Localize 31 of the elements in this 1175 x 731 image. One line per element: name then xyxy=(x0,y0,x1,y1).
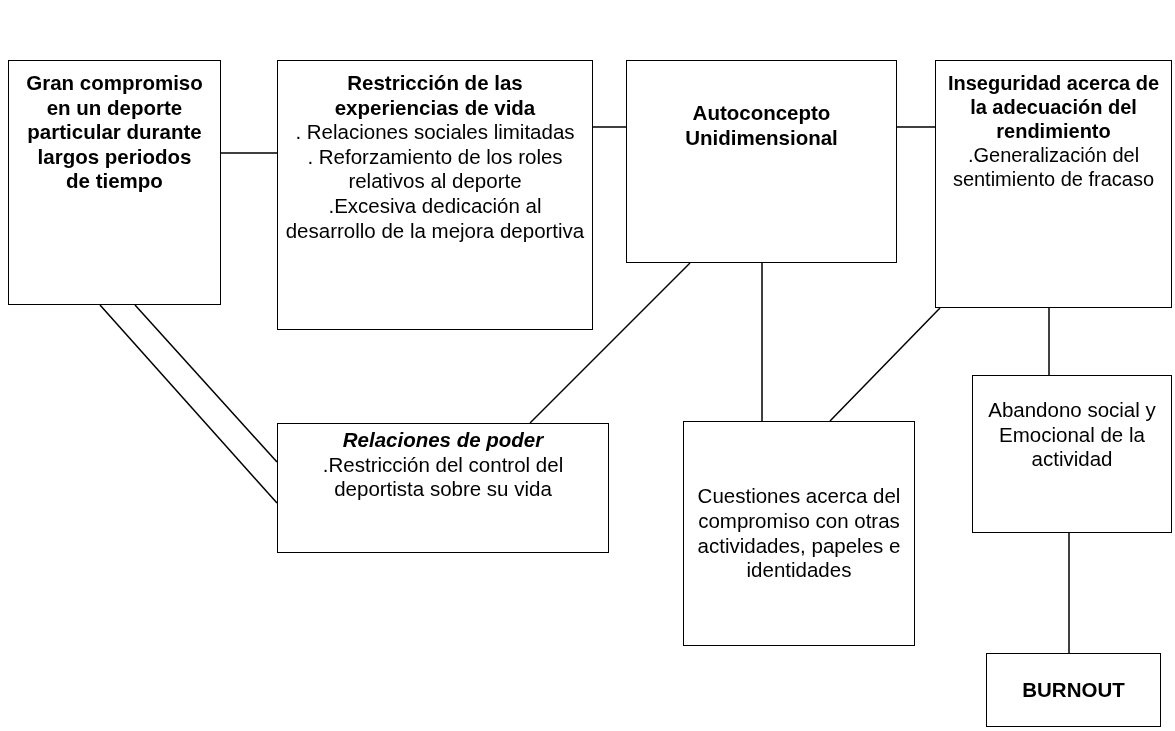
box-heading: Restricción de las experiencias de vida xyxy=(333,71,537,121)
box-heading: BURNOUT xyxy=(1022,677,1125,703)
box-text: . Reforzamiento de los roles relativos al deporte xyxy=(306,144,564,194)
box-heading: Inseguridad acerca de la adecuación del rendimiento xyxy=(946,71,1161,143)
connector-line xyxy=(134,304,278,463)
connector-line xyxy=(592,126,627,128)
connector-line xyxy=(1068,532,1070,654)
box-text: . Relaciones sociales limitadas xyxy=(295,120,575,145)
text-box xyxy=(972,375,1172,533)
text-box xyxy=(8,60,221,305)
text-box xyxy=(935,60,1172,308)
box-text: Abandono social y Emocional de la actividad xyxy=(987,398,1157,472)
text-box xyxy=(277,60,593,330)
connector-line xyxy=(220,152,278,154)
box-heading: Gran compromiso en un deporte particular durante largos periodos de tiempo xyxy=(25,71,204,194)
connector-line xyxy=(829,307,941,422)
text-box xyxy=(277,423,609,553)
text-box xyxy=(683,421,915,646)
connector-line xyxy=(896,126,936,128)
box-text: .Restricción del control del deportista sobre su vida xyxy=(321,452,565,502)
connector-line xyxy=(761,262,763,422)
box-text: .Generalización del sentimiento de fracaso xyxy=(951,143,1156,191)
text-box xyxy=(626,60,897,263)
connector-line xyxy=(99,304,278,504)
connector-line xyxy=(1048,307,1050,376)
box-text: Cuestiones acerca del compromiso con otras actividades, papeles e identidades xyxy=(696,484,902,583)
text-box xyxy=(986,653,1161,727)
box-heading: Relaciones de poder xyxy=(342,428,544,453)
box-text: .Excesiva dedicación al desarrollo de la mejora deportiva xyxy=(284,193,586,244)
box-heading: Autoconcepto Unidimensional xyxy=(684,101,839,151)
connector-line xyxy=(529,262,691,424)
